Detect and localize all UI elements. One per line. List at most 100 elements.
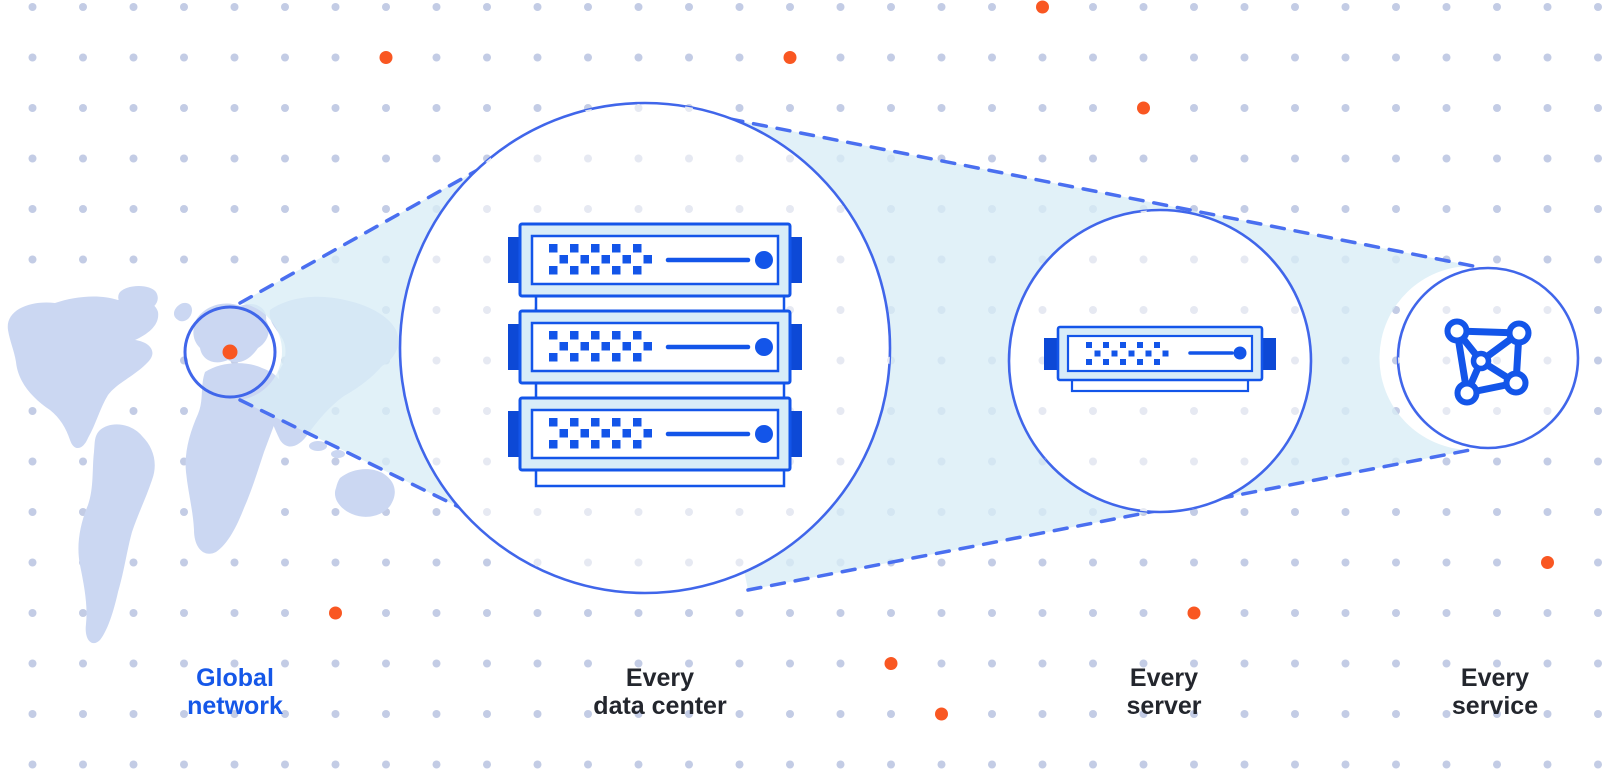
grid-dot bbox=[180, 659, 188, 668]
grid-dot bbox=[1594, 104, 1602, 112]
grid-dot bbox=[483, 558, 491, 567]
grid-dot bbox=[230, 760, 239, 769]
grid-dot bbox=[483, 205, 491, 213]
grid-dot bbox=[584, 558, 592, 567]
grid-dot bbox=[1240, 508, 1249, 516]
server-led bbox=[755, 425, 773, 443]
grid-dot bbox=[129, 3, 138, 11]
map-africa bbox=[185, 363, 284, 554]
grid-dot bbox=[79, 255, 87, 264]
grid-dot bbox=[735, 53, 744, 62]
grid-dot bbox=[836, 710, 845, 718]
grid-dot bbox=[79, 760, 87, 769]
grid-dot bbox=[1392, 508, 1400, 516]
grid-dot bbox=[129, 659, 138, 668]
grid-dot bbox=[836, 760, 845, 769]
grid-dot bbox=[382, 3, 390, 11]
grid-dot bbox=[1240, 53, 1249, 62]
grid-dot bbox=[634, 659, 643, 668]
grid-dot bbox=[1442, 558, 1451, 567]
grid-dot bbox=[887, 3, 895, 11]
grid-dot bbox=[1190, 104, 1198, 112]
grid-dot bbox=[79, 710, 87, 718]
grid-dot bbox=[887, 710, 895, 718]
grid-dot bbox=[1442, 205, 1451, 213]
grid-dot bbox=[432, 457, 441, 466]
grid-dot bbox=[230, 710, 239, 718]
grid-dot bbox=[483, 104, 491, 112]
grid-dot bbox=[1291, 508, 1299, 516]
grid-dot bbox=[28, 457, 37, 466]
grid-dot bbox=[1543, 356, 1552, 365]
grid-dot bbox=[1089, 760, 1097, 769]
dashed-line-upper-left bbox=[238, 165, 485, 305]
grid-dot bbox=[79, 53, 87, 62]
grid-dot bbox=[1442, 508, 1451, 516]
grid-dot bbox=[836, 255, 845, 264]
grid-dot bbox=[1240, 154, 1249, 163]
grid-dot bbox=[281, 3, 289, 11]
grid-dot bbox=[1038, 760, 1047, 769]
grid-dot bbox=[1594, 306, 1602, 314]
grid-dot bbox=[634, 609, 643, 617]
label-line: Every bbox=[1460, 664, 1530, 692]
grid-dot bbox=[1089, 306, 1097, 314]
grid-dot bbox=[483, 255, 491, 264]
grid-dot bbox=[836, 205, 845, 213]
grid-dot bbox=[1139, 306, 1148, 314]
grid-dot bbox=[1139, 609, 1148, 617]
grid-dot bbox=[786, 3, 794, 11]
grid-dot bbox=[432, 609, 441, 617]
grid-dot bbox=[786, 104, 794, 112]
network-mesh-icon bbox=[1444, 318, 1532, 406]
grid-dot bbox=[331, 3, 340, 11]
grid-dot bbox=[1291, 609, 1299, 617]
grid-dot bbox=[28, 205, 37, 213]
grid-dot bbox=[1291, 306, 1299, 314]
grid-dot bbox=[281, 53, 289, 62]
grid-dot bbox=[180, 255, 188, 264]
map-greenland bbox=[118, 286, 158, 312]
grid-dot bbox=[584, 508, 592, 516]
zoom-dashed-lines bbox=[238, 117, 1475, 592]
label-line: Global bbox=[196, 664, 274, 692]
dashed-line-lower-right bbox=[746, 448, 1472, 592]
grid-dot bbox=[1442, 659, 1451, 668]
grid-dot bbox=[1240, 255, 1249, 264]
grid-dot bbox=[1543, 255, 1552, 264]
grid-dot bbox=[281, 255, 289, 264]
single-server-icon bbox=[1044, 325, 1276, 393]
grid-dot bbox=[1341, 3, 1350, 11]
grid-dot bbox=[1493, 609, 1501, 617]
map-south-america bbox=[78, 424, 155, 644]
grid-dot bbox=[382, 659, 390, 668]
grid-dot bbox=[988, 710, 996, 718]
grid-dot bbox=[1392, 659, 1400, 668]
server-vent-pattern bbox=[549, 331, 652, 362]
grid-dot bbox=[1341, 760, 1350, 769]
grid-dot bbox=[483, 659, 491, 668]
grid-dot bbox=[1190, 306, 1198, 314]
grid-dot bbox=[382, 205, 390, 213]
grid-dot bbox=[1038, 104, 1047, 112]
grid-dot bbox=[129, 407, 138, 415]
grid-dot bbox=[1493, 407, 1501, 415]
grid-dot bbox=[988, 3, 996, 11]
grid-dot bbox=[180, 508, 188, 516]
grid-dot bbox=[28, 407, 37, 415]
grid-dot bbox=[1392, 710, 1400, 718]
grid-dot bbox=[1190, 53, 1198, 62]
grid-dot bbox=[1442, 154, 1451, 163]
grid-dot bbox=[685, 3, 693, 11]
grid-dot bbox=[1190, 154, 1198, 163]
grid-dot bbox=[634, 710, 643, 718]
grid-dot bbox=[483, 609, 491, 617]
grid-dot bbox=[1493, 710, 1501, 718]
grid-dot bbox=[331, 154, 340, 163]
grid-dot bbox=[1291, 659, 1299, 668]
grid-dot bbox=[533, 659, 542, 668]
grid-dot bbox=[28, 508, 37, 516]
grid-dot bbox=[533, 53, 542, 62]
grid-dot bbox=[634, 760, 643, 769]
grid-dot bbox=[1392, 760, 1400, 769]
